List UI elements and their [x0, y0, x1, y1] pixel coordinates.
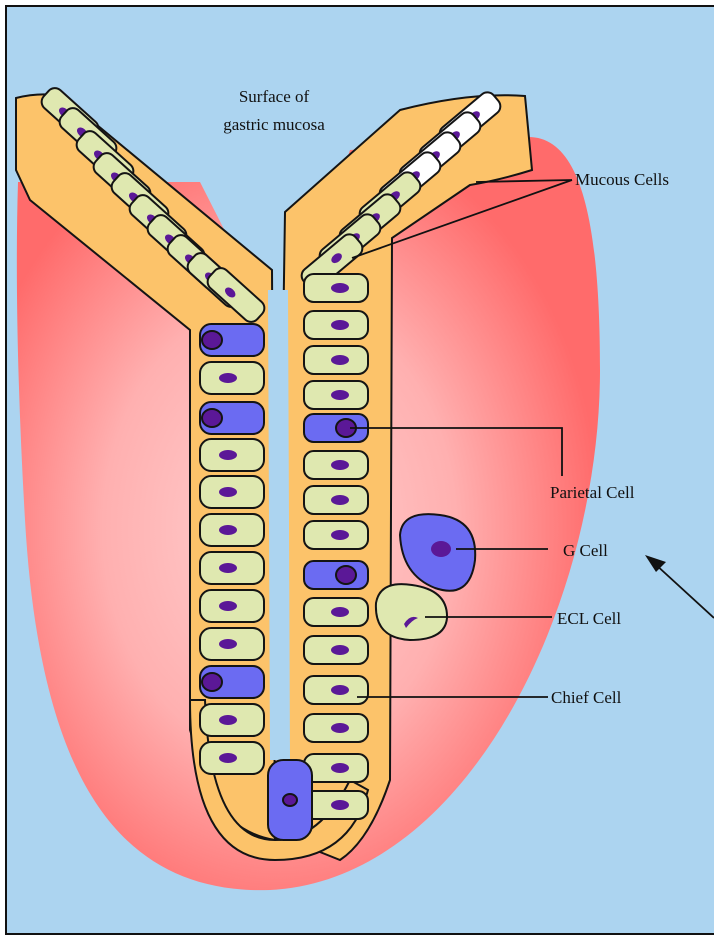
- nucleus-icon: [331, 283, 349, 293]
- left-chief-cell: [200, 362, 264, 394]
- nucleus-icon: [219, 450, 237, 460]
- right-chief-cell: [304, 274, 368, 302]
- right-chief-cell: [304, 346, 368, 374]
- parietal-cell-label: Parietal Cell: [550, 483, 635, 502]
- nucleus-icon: [331, 495, 349, 505]
- nucleus-icon: [219, 525, 237, 535]
- right-chief-cell: [304, 676, 368, 704]
- right-chief-cell: [304, 791, 368, 819]
- basal-parietal-cell: [268, 760, 312, 840]
- left-chief-cell: [200, 476, 264, 508]
- left-parietal-cell: [200, 324, 264, 356]
- nucleus-icon: [331, 645, 349, 655]
- right-chief-cell: [304, 381, 368, 409]
- right-chief-cell: [304, 598, 368, 626]
- ecl-cell-label: ECL Cell: [557, 609, 621, 628]
- nucleus-icon: [336, 566, 356, 584]
- nucleus-icon: [202, 331, 222, 349]
- left-chief-cell: [200, 439, 264, 471]
- left-parietal-cell: [200, 402, 264, 434]
- left-chief-cell: [200, 552, 264, 584]
- left-chief-cell: [200, 514, 264, 546]
- nucleus-icon: [331, 723, 349, 733]
- nucleus-icon: [202, 409, 222, 427]
- chief-cell-label: Chief Cell: [551, 688, 622, 707]
- nucleus-icon: [219, 715, 237, 725]
- left-chief-cell: [200, 704, 264, 736]
- nucleus-icon: [331, 800, 349, 810]
- nucleus-icon: [219, 639, 237, 649]
- nucleus-icon: [331, 460, 349, 470]
- right-chief-cell: [304, 521, 368, 549]
- nucleus-icon: [331, 763, 349, 773]
- mucous-cells-label: Mucous Cells: [575, 170, 669, 189]
- right-chief-cell: [304, 754, 368, 782]
- right-chief-cell: [304, 636, 368, 664]
- right-chief-cell: [304, 486, 368, 514]
- gland-lumen: [268, 290, 290, 760]
- nucleus-icon: [331, 685, 349, 695]
- nucleus-icon: [331, 355, 349, 365]
- nucleus-icon: [331, 320, 349, 330]
- surface-label-line1: Surface of: [239, 87, 310, 106]
- ecl-cell-body: [376, 584, 447, 640]
- right-chief-cell: [304, 451, 368, 479]
- left-chief-cell: [200, 590, 264, 622]
- nucleus-icon: [331, 607, 349, 617]
- nucleus-icon: [202, 673, 222, 691]
- right-chief-cell: [304, 714, 368, 742]
- nucleus-icon: [331, 530, 349, 540]
- right-chief-cell: [304, 311, 368, 339]
- nucleus-icon: [219, 601, 237, 611]
- nucleus-icon: [219, 563, 237, 573]
- nucleus-icon: [219, 753, 237, 763]
- nucleus-icon: [283, 794, 297, 806]
- left-parietal-cell: [200, 666, 264, 698]
- nucleus-icon: [219, 373, 237, 383]
- g-cell-label: G Cell: [563, 541, 608, 560]
- surface-label-line2: gastric mucosa: [223, 115, 325, 134]
- left-chief-cell: [200, 628, 264, 660]
- nucleus-icon: [219, 487, 237, 497]
- g-cell-nucleus: [431, 541, 451, 557]
- nucleus-icon: [331, 390, 349, 400]
- left-chief-cell: [200, 742, 264, 774]
- right-parietal-cell: [304, 561, 368, 589]
